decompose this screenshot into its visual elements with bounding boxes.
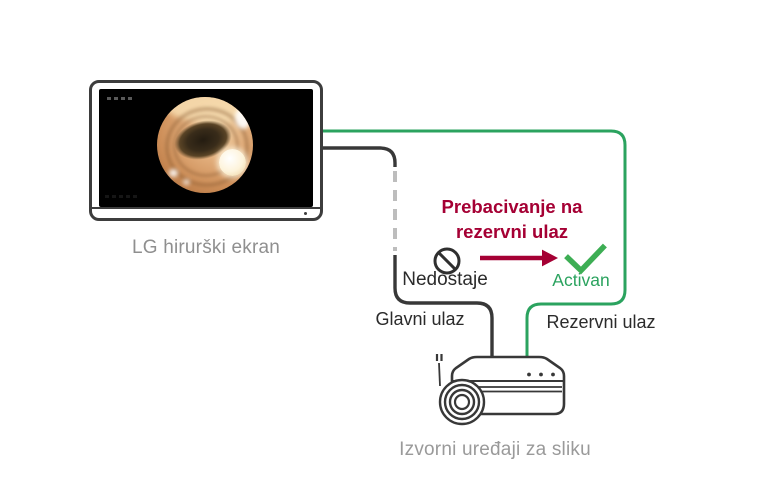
surgical-monitor — [89, 80, 323, 221]
endoscopy-image — [157, 97, 253, 193]
scope-coil — [438, 378, 486, 426]
missing-status-label: Nedostaje — [402, 269, 488, 290]
backup-input-label: Rezervni ulaz — [546, 312, 656, 332]
monitor-screen — [99, 89, 313, 207]
failover-title-line1: Prebacivanje na — [441, 196, 583, 217]
monitor-label: LG hirurški ekran — [131, 237, 281, 258]
power-led — [304, 212, 307, 215]
checkmark-icon — [564, 243, 607, 275]
endo-fold-ring — [165, 107, 249, 187]
device-body — [450, 355, 566, 416]
endo-polyp — [219, 149, 246, 176]
scope-coil-ring — [448, 388, 476, 416]
osd-overlay-mark — [107, 97, 133, 100]
endo-highlight — [235, 107, 251, 129]
scope-connector — [435, 354, 443, 361]
main-cable-line-upper — [322, 146, 397, 167]
source-devices-label: Izvorni uređaji za sliku — [399, 439, 591, 460]
arrow-right-icon — [480, 249, 558, 267]
endo-highlight — [169, 169, 178, 177]
device-dot — [539, 372, 543, 377]
main-input-label: Glavni ulaz — [375, 309, 465, 329]
active-status-label: Activan — [552, 270, 610, 290]
scope-stem — [438, 362, 441, 387]
scope-coil-ring — [453, 393, 471, 411]
monitor-bezel-divider — [92, 207, 320, 209]
failover-title: Prebacivanje na rezervni ulaz — [417, 194, 607, 244]
scope-coil-ring — [443, 383, 481, 421]
failover-title-line2: rezervni ulaz — [455, 221, 569, 242]
device-dot — [551, 372, 555, 377]
endoscopy-camera-icon — [435, 354, 566, 426]
device-dot — [527, 372, 531, 377]
device-vent-slot — [454, 386, 562, 393]
endo-highlight — [183, 179, 190, 185]
osd-overlay-mark — [105, 195, 139, 198]
